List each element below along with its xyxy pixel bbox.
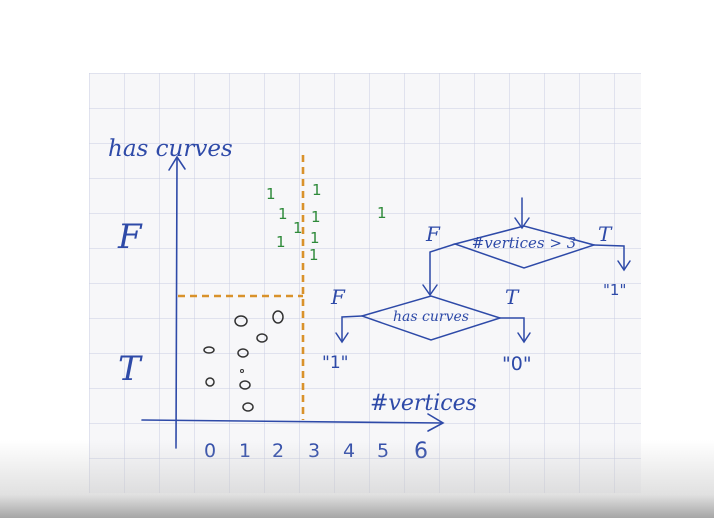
zero-mark — [205, 377, 215, 387]
child-true-label: T — [505, 285, 520, 309]
child-false-label: F — [330, 285, 346, 309]
x-tick-1: 1 — [239, 440, 251, 462]
child-true-arrowhead — [517, 332, 531, 344]
zeros-cluster — [203, 310, 284, 412]
one-mark: 1 — [311, 208, 321, 226]
y-axis — [175, 157, 178, 449]
child-false-leaf: "1" — [322, 353, 348, 373]
zero-mark — [272, 310, 284, 324]
root-test-label: #vertices > 3 — [472, 234, 577, 252]
child-true-edge — [499, 317, 525, 341]
one-mark: 1 — [276, 233, 286, 251]
one-mark: 1 — [312, 181, 322, 199]
x-tick-4: 4 — [343, 440, 355, 462]
x-axis-label: #vertices — [370, 391, 477, 416]
root-incoming-arrowhead — [514, 217, 530, 230]
root-true-leaf: "1" — [603, 281, 626, 299]
zero-mark — [239, 380, 251, 390]
y-tick-true: T — [118, 349, 143, 389]
y-tick-false: F — [117, 217, 143, 257]
zero-mark — [256, 333, 268, 343]
zero-mark — [237, 348, 249, 358]
zero-mark — [240, 369, 244, 373]
child-test-label: has curves — [393, 309, 469, 325]
one-mark: 1 — [293, 219, 303, 237]
decision-boundary — [178, 155, 305, 420]
zero-mark — [242, 402, 254, 412]
x-tick-6: 6 — [414, 439, 428, 464]
x-tick-2: 2 — [272, 440, 284, 462]
root-true-edge — [593, 244, 625, 269]
root-false-label: F — [425, 222, 441, 246]
x-tick-3: 3 — [308, 440, 320, 462]
child-false-edge — [341, 315, 363, 341]
one-mark: 1 — [266, 185, 276, 203]
x-tick-0: 0 — [204, 440, 216, 462]
one-mark: 1 — [310, 229, 320, 247]
root-false-arrowhead — [422, 284, 438, 297]
plot-axes — [141, 155, 445, 449]
x-tick-5: 5 — [377, 440, 389, 462]
zero-mark — [203, 346, 215, 354]
child-false-arrowhead — [335, 332, 349, 344]
y-axis-arrowhead — [168, 155, 186, 171]
ones-cluster: 1 1 1 1 1 1 1 1 1 — [266, 181, 387, 264]
root-true-label: T — [598, 222, 613, 246]
one-mark: 1 — [278, 205, 288, 223]
root-true-arrowhead — [617, 260, 631, 272]
one-mark: 1 — [377, 204, 387, 222]
one-mark: 1 — [309, 246, 319, 264]
zero-mark — [234, 315, 248, 327]
root-false-edge — [429, 243, 456, 294]
child-true-leaf: "0" — [502, 353, 532, 375]
decision-tree — [335, 197, 631, 344]
x-axis-arrowhead — [427, 413, 445, 432]
y-axis-label: has curves — [108, 136, 233, 162]
x-axis — [141, 419, 443, 424]
